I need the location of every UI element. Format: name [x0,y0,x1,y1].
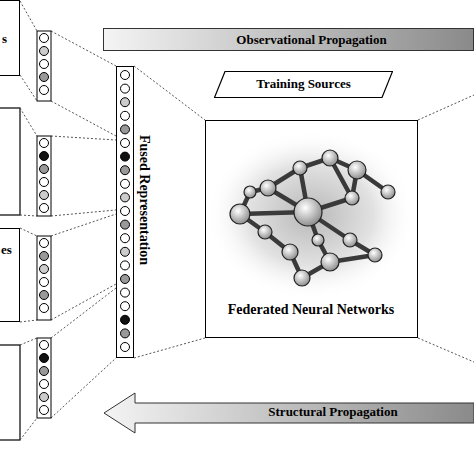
source-boxes [0,108,20,440]
source-parallelogram: Training Sources [214,71,393,98]
network-panel: Federated Neural Networks [205,120,418,338]
node-label: Training Sources [214,77,393,91]
source-box [0,108,20,215]
node-label: s [2,32,7,46]
propagation-arrow: Structural Propagation [103,392,474,434]
node-label: Structural Propagation [183,405,474,419]
node-label: Federated Neural Networks [206,302,416,317]
feature-vectors [37,31,51,418]
source-box: s [0,0,20,76]
parallelogram-outline [215,72,393,98]
fused-vector [121,71,130,352]
propagation-band: Observational Propagation [103,28,474,51]
source-box [0,345,20,440]
node-label: es [1,243,12,257]
node-label: Fused Representation [137,135,152,265]
node-label: Observational Propagation [164,33,459,47]
source-box: es [0,228,20,322]
zoom-connector [134,66,205,358]
projection-lines [20,1,474,440]
fused-column: Fused Representation [116,66,134,358]
network-illustration [206,130,416,300]
